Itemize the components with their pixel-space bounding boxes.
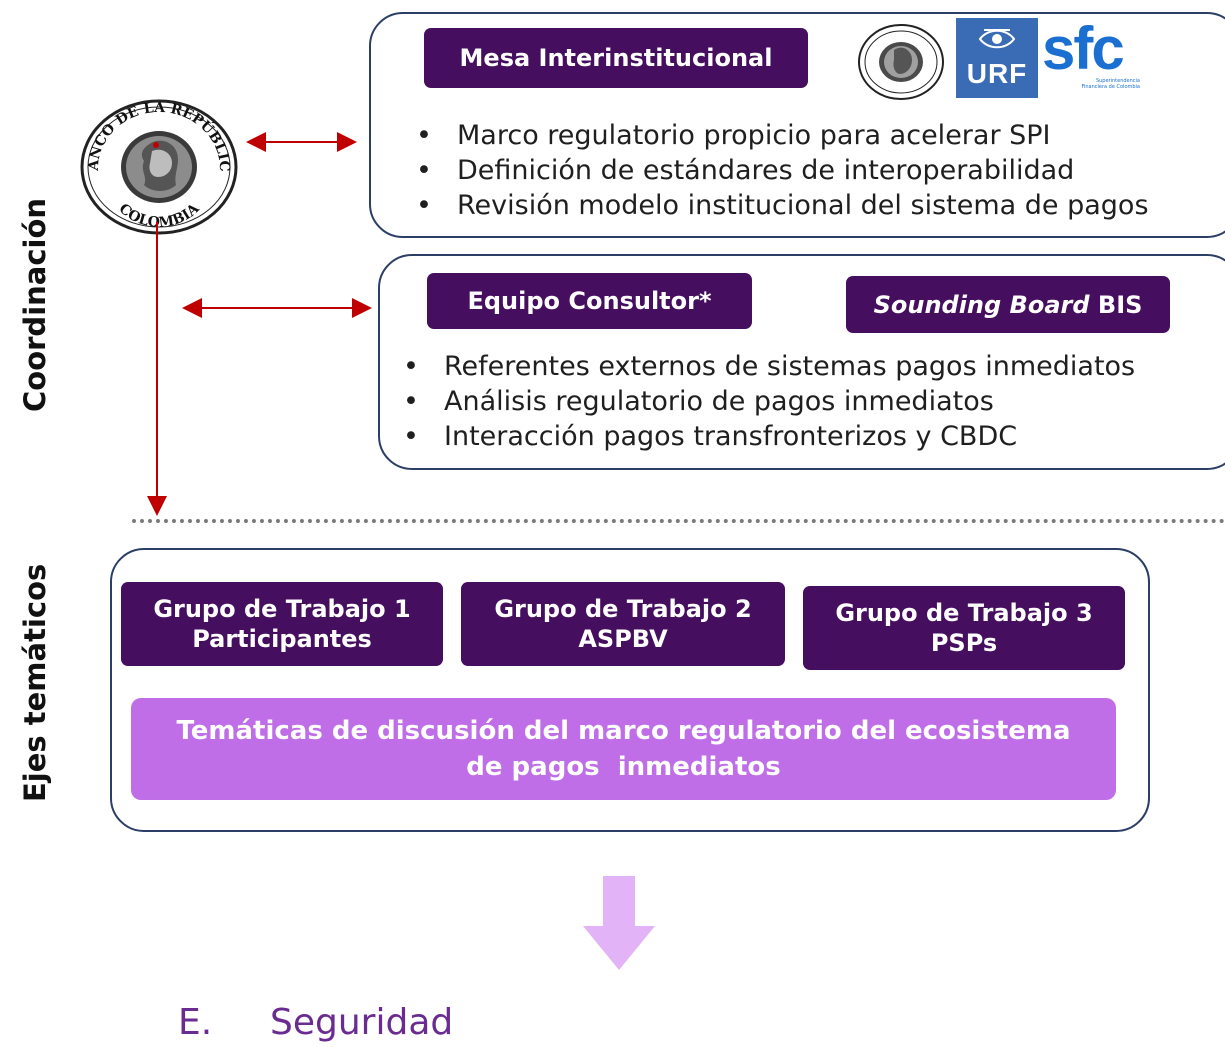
tematicas-text: Temáticas de discusión del marco regulat… bbox=[176, 716, 1080, 782]
sounding-board-italic: Sounding Board bbox=[873, 290, 1090, 319]
grupo-1-title: Grupo de Trabajo 1 bbox=[153, 595, 411, 623]
mesa-bullet-list: •Marco regulatorio propicio para acelera… bbox=[416, 118, 1149, 223]
list-item: •Definición de estándares de interoperab… bbox=[416, 155, 1075, 186]
sounding-board-title: Sounding Board BIS bbox=[846, 276, 1170, 333]
sfc-logo: sfc Superintendencia Financiera de Colom… bbox=[1040, 15, 1140, 98]
grupo-trabajo-1: Grupo de Trabajo 1 Participantes bbox=[121, 582, 443, 666]
grupo-trabajo-3: Grupo de Trabajo 3 PSPs bbox=[803, 586, 1125, 670]
urf-logo: URF bbox=[956, 18, 1038, 98]
list-item: •Análisis regulatorio de pagos inmediato… bbox=[403, 386, 994, 417]
list-item: •Referentes externos de sistemas pagos i… bbox=[403, 351, 1136, 382]
grupo-2-subtitle: ASPBV bbox=[578, 625, 668, 653]
footer-letter: E. bbox=[178, 1002, 213, 1043]
urf-eye-icon bbox=[978, 29, 1016, 49]
urf-logo-text: URF bbox=[966, 58, 1028, 89]
ejes-tematicos-label: Ejes temáticos bbox=[18, 563, 52, 802]
grupo-3-subtitle: PSPs bbox=[930, 629, 998, 657]
connector-arrows bbox=[147, 132, 372, 516]
sfc-logo-subtitle: Superintendencia Financiera de Colombia bbox=[1081, 78, 1140, 90]
tematicas-discusion: Temáticas de discusión del marco regulat… bbox=[131, 698, 1116, 800]
consultor-bullet-list: •Referentes externos de sistemas pagos i… bbox=[403, 349, 1136, 454]
mesa-title: Mesa Interinstitucional bbox=[424, 28, 808, 88]
down-arrow-icon bbox=[583, 876, 655, 970]
grupo-2-title: Grupo de Trabajo 2 bbox=[494, 595, 752, 623]
grupo-3-title: Grupo de Trabajo 3 bbox=[835, 599, 1093, 627]
sfc-logo-text: sfc bbox=[1042, 15, 1125, 82]
grupo-trabajo-2: Grupo de Trabajo 2 ASPBV bbox=[461, 582, 785, 666]
banrep-small-logo bbox=[858, 24, 944, 100]
consultor-title: Equipo Consultor* bbox=[427, 273, 752, 329]
section-separator bbox=[132, 519, 1225, 523]
list-item: •Revisión modelo institucional del siste… bbox=[416, 190, 1149, 221]
list-item: •Interacción pagos transfronterizos y CB… bbox=[403, 421, 1018, 452]
footer-text: Seguridad bbox=[270, 1002, 454, 1043]
grupo-1-subtitle: Participantes bbox=[192, 625, 372, 653]
list-item: •Marco regulatorio propicio para acelera… bbox=[416, 120, 1051, 151]
banrep-seal-logo: BANCO DE LA REPÚBLICA COLOMBIA bbox=[78, 97, 238, 235]
sounding-board-suffix: BIS bbox=[1089, 290, 1143, 319]
